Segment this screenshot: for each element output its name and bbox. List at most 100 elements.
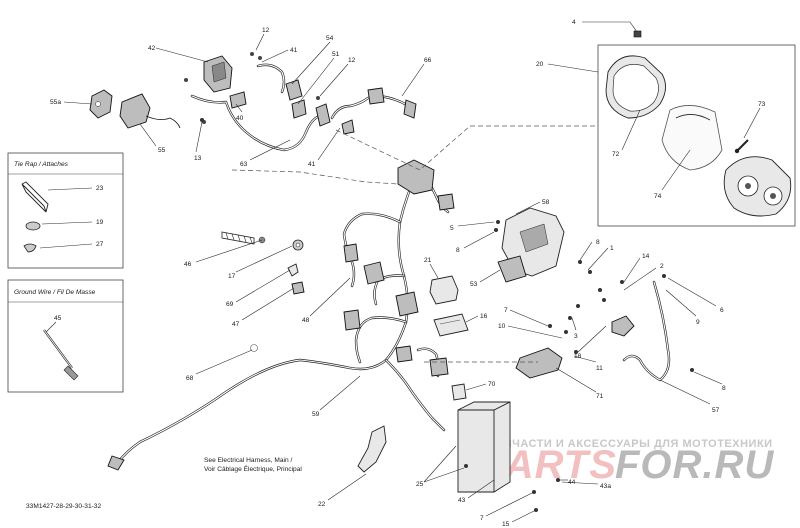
battery-43 bbox=[457, 401, 511, 493]
alignment-lines bbox=[231, 125, 598, 363]
ground-wire-45 bbox=[43, 329, 79, 381]
relay-21 bbox=[429, 275, 459, 305]
screw-73 bbox=[734, 139, 749, 154]
watermark: ЗАПЧАСТИ И АКСЕССУАРЫ ДЛЯ МОТОТЕХНИКИ PA… bbox=[480, 438, 774, 487]
cable-57 bbox=[622, 280, 671, 382]
callout-12-top: 12 bbox=[262, 27, 270, 34]
callout-5: 5 bbox=[450, 225, 454, 232]
tie-rap-box-title: Tie Rap / Attaches bbox=[14, 161, 69, 168]
harness-40 bbox=[190, 91, 331, 152]
tie-rap-19 bbox=[25, 221, 41, 231]
callout-70: 70 bbox=[488, 381, 496, 388]
callout-45: 45 bbox=[54, 315, 62, 322]
callout-11: 11 bbox=[596, 365, 603, 372]
callout-53: 53 bbox=[470, 281, 478, 288]
harness-66 bbox=[330, 87, 417, 135]
diagram-reference-id: 33M1427-28-29-30-31-32 bbox=[26, 503, 101, 510]
callout-71: 71 bbox=[596, 393, 604, 400]
note-line-2: Voir Câblage Électrique, Principal bbox=[204, 464, 302, 473]
starter-solenoid-53 bbox=[497, 255, 527, 283]
bracket-22 bbox=[357, 425, 387, 473]
ecu-71 bbox=[515, 347, 563, 379]
callout-3: 3 bbox=[574, 333, 578, 340]
callout-55a: 55a bbox=[50, 99, 61, 106]
callout-13: 13 bbox=[194, 155, 202, 162]
gauge-detail-box bbox=[597, 44, 796, 227]
callout-48: 48 bbox=[302, 317, 310, 324]
grommet-68 bbox=[250, 344, 258, 352]
callout-41-bottom: 41 bbox=[308, 161, 316, 168]
cable-sleeve-46 bbox=[221, 231, 266, 245]
callout-58: 58 bbox=[542, 199, 550, 206]
callout-55: 55 bbox=[158, 147, 166, 154]
callout-labels: 4 20 73 72 74 12 42 41 54 51 12 66 55a 5… bbox=[50, 19, 766, 528]
callout-20: 20 bbox=[536, 61, 544, 68]
callout-74: 74 bbox=[654, 193, 662, 200]
callout-17: 17 bbox=[228, 273, 236, 280]
grommet-17 bbox=[292, 239, 304, 251]
callout-44: 44 bbox=[568, 479, 576, 486]
gauge-lens-74 bbox=[661, 105, 723, 171]
switch-housing-55 bbox=[119, 93, 181, 129]
callout-7-a: 7 bbox=[504, 307, 508, 314]
connector-70 bbox=[451, 383, 467, 401]
callout-4: 4 bbox=[572, 19, 576, 26]
callout-8-a: 8 bbox=[456, 247, 460, 254]
callout-9: 9 bbox=[696, 319, 700, 326]
callout-54: 54 bbox=[326, 35, 334, 42]
handlebar-module-42 bbox=[203, 55, 233, 93]
switch-55a bbox=[89, 89, 113, 119]
callout-22: 22 bbox=[318, 501, 326, 508]
callout-14: 14 bbox=[642, 253, 650, 260]
note-line-1: See Electrical Harness, Main / bbox=[204, 457, 292, 464]
callout-69: 69 bbox=[226, 301, 234, 308]
callout-16: 16 bbox=[480, 313, 488, 320]
callout-40: 40 bbox=[236, 115, 244, 122]
gauge-bezel-72 bbox=[605, 55, 666, 119]
note-see-harness: See Electrical Harness, Main / Voir Câbl… bbox=[204, 457, 302, 473]
callout-25: 25 bbox=[416, 481, 424, 488]
callout-72: 72 bbox=[612, 151, 620, 158]
bulb-69 bbox=[287, 263, 299, 277]
callout-8-b: 8 bbox=[596, 239, 600, 246]
callout-51: 51 bbox=[332, 51, 340, 58]
callout-42: 42 bbox=[148, 45, 156, 52]
callout-1: 1 bbox=[610, 245, 614, 252]
callout-57: 57 bbox=[712, 407, 720, 414]
nut-4 bbox=[633, 30, 642, 38]
callout-47: 47 bbox=[232, 321, 240, 328]
fasteners-right bbox=[200, 118, 694, 512]
callout-19: 19 bbox=[96, 219, 104, 226]
callout-15: 15 bbox=[502, 521, 510, 528]
tie-rap-23 bbox=[21, 181, 49, 213]
callout-43a: 43a bbox=[600, 483, 611, 490]
callout-27: 27 bbox=[96, 241, 104, 248]
callout-59: 59 bbox=[312, 411, 320, 418]
callout-68: 68 bbox=[186, 375, 194, 382]
callout-18: 18 bbox=[574, 353, 582, 360]
watermark-line: ЗАПЧАСТИ И АКСЕССУАРЫ ДЛЯ МОТОТЕХНИКИ bbox=[488, 438, 773, 450]
callout-43: 43 bbox=[458, 497, 466, 504]
tie-rap-box bbox=[7, 152, 124, 269]
connector-54 bbox=[285, 79, 303, 101]
callout-2: 2 bbox=[660, 263, 664, 270]
callout-41-top: 41 bbox=[290, 47, 298, 54]
callout-12-mid: 12 bbox=[348, 57, 356, 64]
callout-66: 66 bbox=[424, 57, 432, 64]
main-harness-59 bbox=[107, 159, 455, 471]
callout-63: 63 bbox=[240, 161, 248, 168]
gauge-cluster bbox=[723, 156, 792, 217]
callout-6: 6 bbox=[720, 307, 724, 314]
callout-8-c: 8 bbox=[722, 385, 726, 392]
harness-41 bbox=[256, 63, 286, 94]
sensor-18 bbox=[611, 315, 635, 337]
tie-rap-27 bbox=[23, 243, 37, 253]
module-16 bbox=[433, 313, 469, 337]
callout-21: 21 bbox=[424, 257, 432, 264]
callout-7-b: 7 bbox=[480, 515, 484, 522]
watermark-logo-b: FOR.RU bbox=[615, 443, 774, 487]
leader-lines bbox=[39, 21, 761, 523]
ground-wire-box bbox=[7, 279, 124, 393]
callout-10: 10 bbox=[498, 323, 506, 330]
